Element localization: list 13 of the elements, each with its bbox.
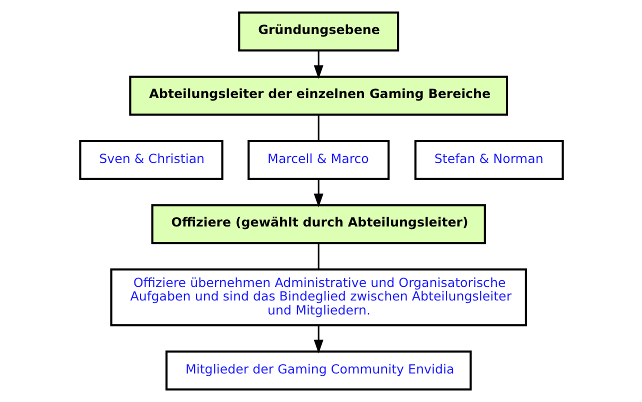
connector (317, 114, 319, 141)
node-box: Offiziere übernehmen Administrative und Organisatorische Aufgaben und sind das Bindeglied zwischen Abteilungsleiter und Mitgliedern. (110, 268, 526, 326)
node-box: Sven & Christian (78, 140, 223, 180)
arrow (313, 178, 323, 208)
node-box: Stefan & Norman (414, 140, 564, 180)
arrow (313, 325, 323, 354)
node-box: Mitglieder der Gaming Community Envidia (164, 350, 472, 390)
node-box: Offiziere (gewählt durch Abteilungsleiter) (150, 204, 486, 244)
node-box: Marcell & Marco (247, 140, 390, 180)
connector (317, 243, 319, 270)
node-box: Gründungsebene (238, 12, 399, 52)
arrow (313, 50, 323, 79)
node-box: Abteilungsleiter der einzelnen Gaming Bereiche (128, 76, 508, 116)
